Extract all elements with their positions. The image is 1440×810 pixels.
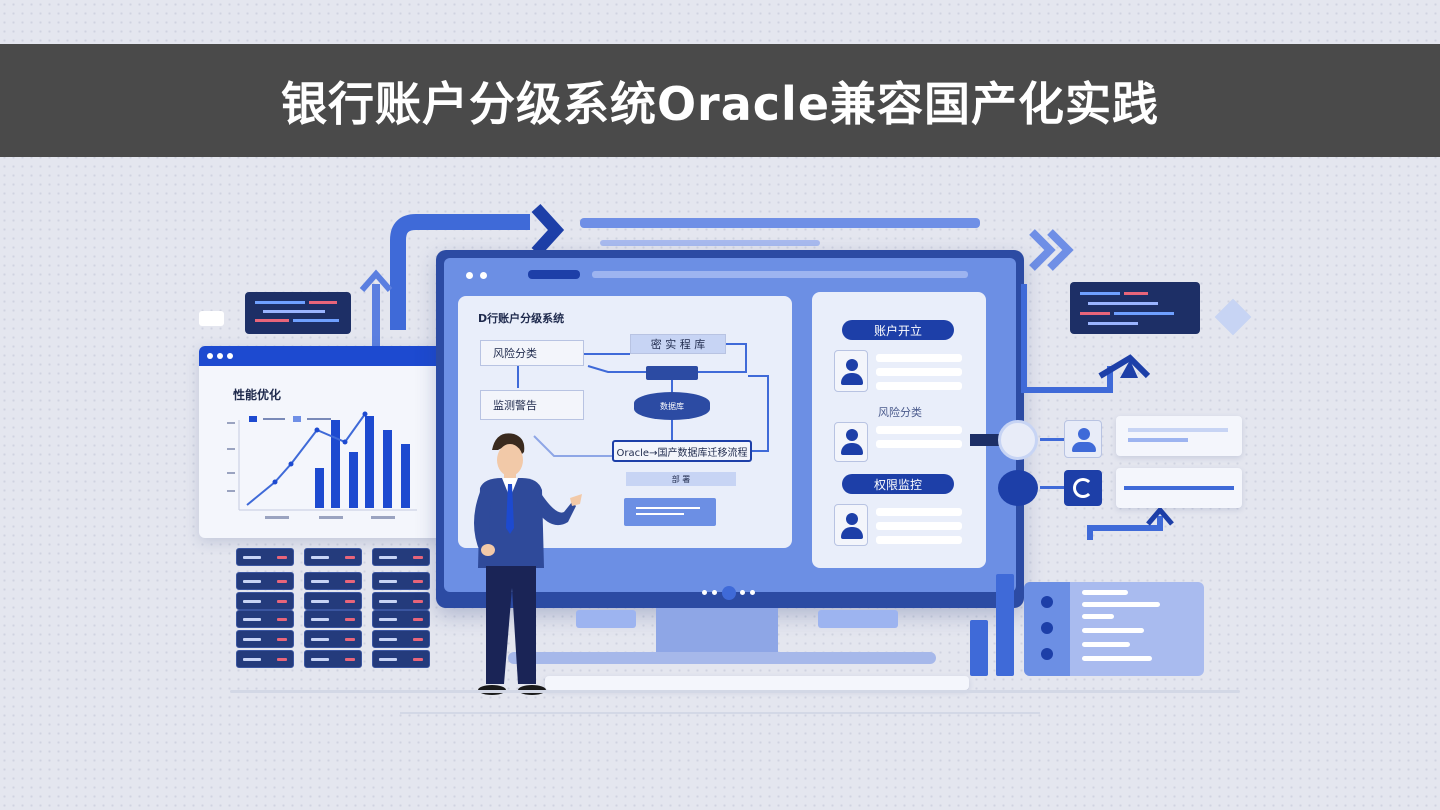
- presenter-figure: [474, 433, 582, 695]
- diamond-shape: [1214, 298, 1252, 336]
- plug-1: [998, 420, 1038, 460]
- page-title: 银行账户分级系统Oracle兼容国产化实践: [280, 76, 1160, 131]
- risk-box[interactable]: 风险分类: [480, 340, 584, 366]
- perf-chart: [227, 411, 417, 519]
- db-connector: [646, 366, 698, 380]
- monitor-box[interactable]: 监测警告: [480, 390, 584, 420]
- monitor-neck: [656, 608, 778, 654]
- permission-pill[interactable]: 权限监控: [842, 474, 954, 494]
- floor-platform: [545, 676, 969, 690]
- server-unit: [1024, 582, 1204, 676]
- monitor-pager: [694, 586, 764, 600]
- migration-box[interactable]: Oracle→国产数据库迁移流程: [612, 440, 752, 462]
- arrow-up-icon: [359, 269, 393, 346]
- open-account-pill[interactable]: 账户开立: [842, 320, 954, 340]
- user-icon[interactable]: [1064, 420, 1102, 458]
- perf-window-title: 性能优化: [233, 388, 282, 402]
- code-card-right: [1070, 282, 1200, 334]
- chevron-right-icon: [531, 203, 565, 257]
- risk-classify-label: 风险分类: [878, 406, 922, 419]
- right-connectors: [1021, 284, 1174, 540]
- user-icon: [834, 350, 868, 392]
- floor-line: [230, 690, 1240, 693]
- monitor-base: [508, 652, 936, 664]
- perf-window: 性能优化: [199, 346, 443, 538]
- stand-block-left: [576, 610, 636, 628]
- user-icon: [834, 422, 868, 462]
- server-racks: [236, 548, 436, 676]
- perf-window-titlebar: [199, 346, 443, 366]
- double-chevron-icon: [1029, 229, 1074, 271]
- arrow-up-icon: [1098, 354, 1151, 379]
- user-icon: [834, 504, 868, 546]
- status-card-2: [1116, 468, 1242, 508]
- pillar-1: [970, 620, 988, 676]
- stand-block-right: [818, 610, 898, 628]
- tag-chip: [199, 311, 224, 326]
- flow-panel-heading: Ⅾ行账户分级系统: [478, 312, 565, 325]
- top-box[interactable]: 密 实 程 库: [630, 334, 726, 354]
- pillar-2: [996, 574, 1014, 676]
- right-panel: 账户开立 风险分类 权限监控: [812, 292, 986, 568]
- plug-2: [998, 470, 1038, 506]
- code-card-left: [245, 292, 351, 334]
- database-icon: 数据库: [634, 392, 710, 420]
- floor-line-2: [400, 712, 1040, 714]
- flow-lines: [517, 343, 769, 457]
- connector-arrows: [390, 203, 1074, 330]
- status-card-1: [1116, 416, 1242, 456]
- deploy-box[interactable]: 部 署: [626, 472, 736, 486]
- title-bar: 银行账户分级系统Oracle兼容国产化实践: [0, 44, 1440, 157]
- refresh-icon[interactable]: [1064, 470, 1102, 506]
- deploy-block: [624, 498, 716, 526]
